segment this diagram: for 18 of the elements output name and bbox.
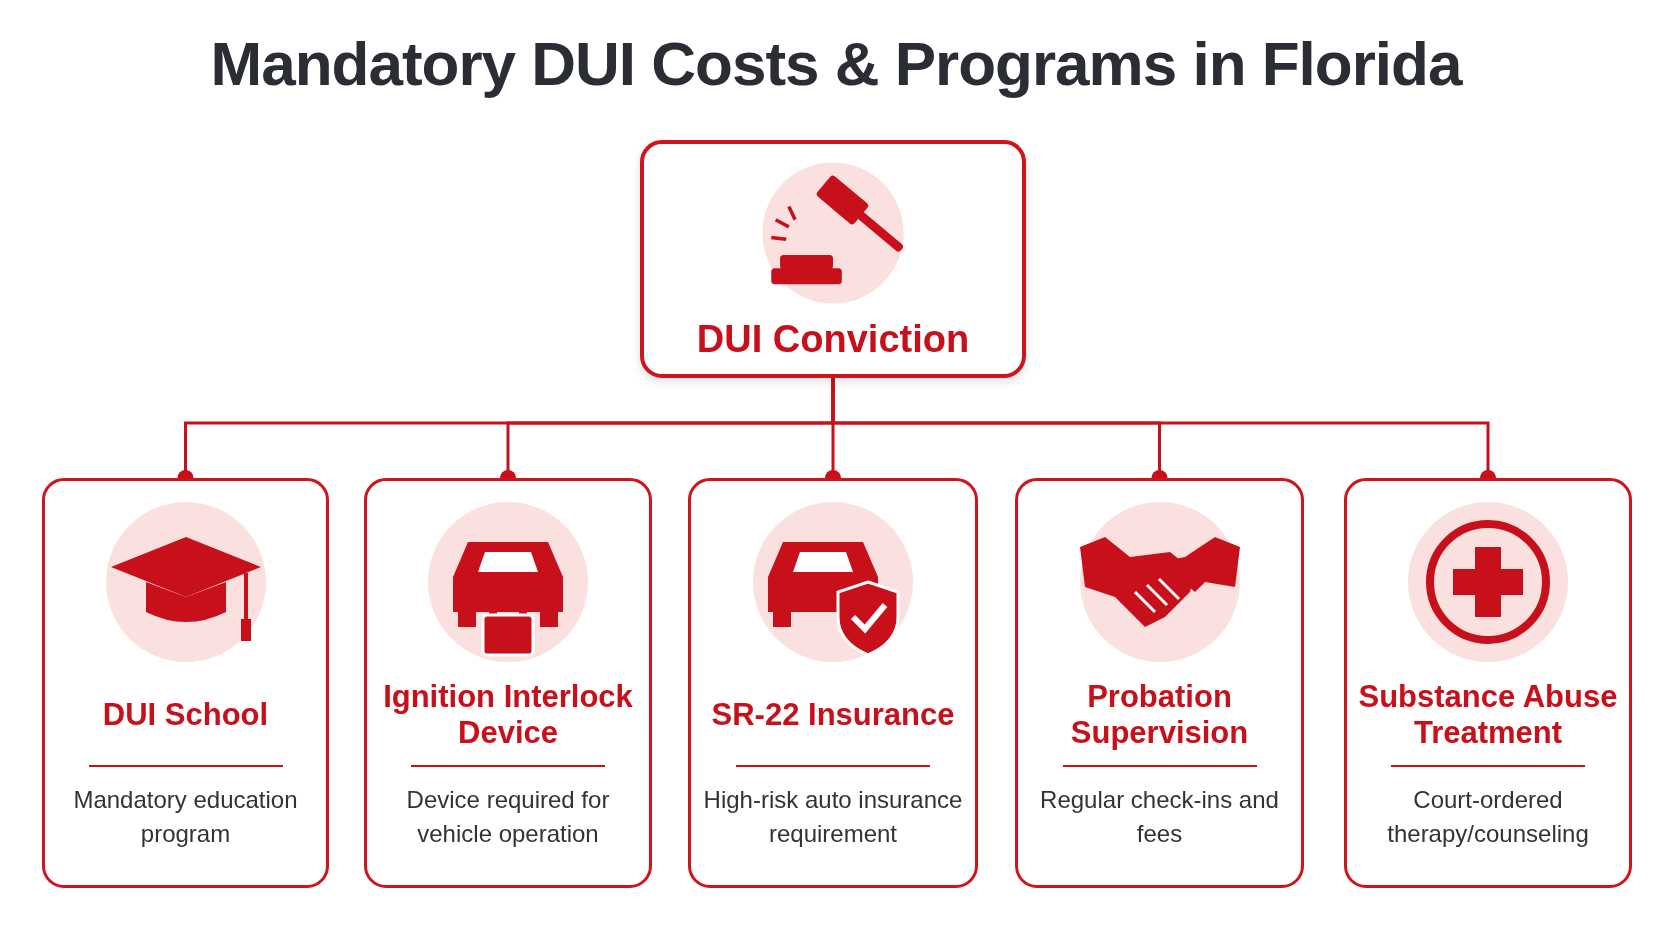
card-description: Regular check-ins and fees xyxy=(1039,785,1280,849)
card-description: Court-ordered therapy/counseling xyxy=(1386,785,1590,849)
card-title: SR-22 Insurance xyxy=(711,697,955,733)
card-description: High-risk auto insurance requirement xyxy=(702,785,964,849)
card-title: Ignition Interlock Device xyxy=(382,679,634,751)
card-title: Substance Abuse Treatment xyxy=(1357,679,1619,751)
root-title: DUI Conviction xyxy=(696,321,970,357)
card-title: Probation Supervision xyxy=(1069,679,1250,751)
root-box xyxy=(640,140,1026,378)
title: Mandatory DUI Costs & Programs in Florida xyxy=(209,28,1464,99)
card-title: DUI School xyxy=(102,697,269,733)
program-card xyxy=(42,478,329,888)
program-card xyxy=(1015,478,1304,888)
card-description: Mandatory education program xyxy=(72,785,299,849)
program-card xyxy=(688,478,978,888)
program-card xyxy=(1344,478,1632,888)
program-card xyxy=(364,478,652,888)
card-description: Device required for vehicle operation xyxy=(405,785,611,849)
